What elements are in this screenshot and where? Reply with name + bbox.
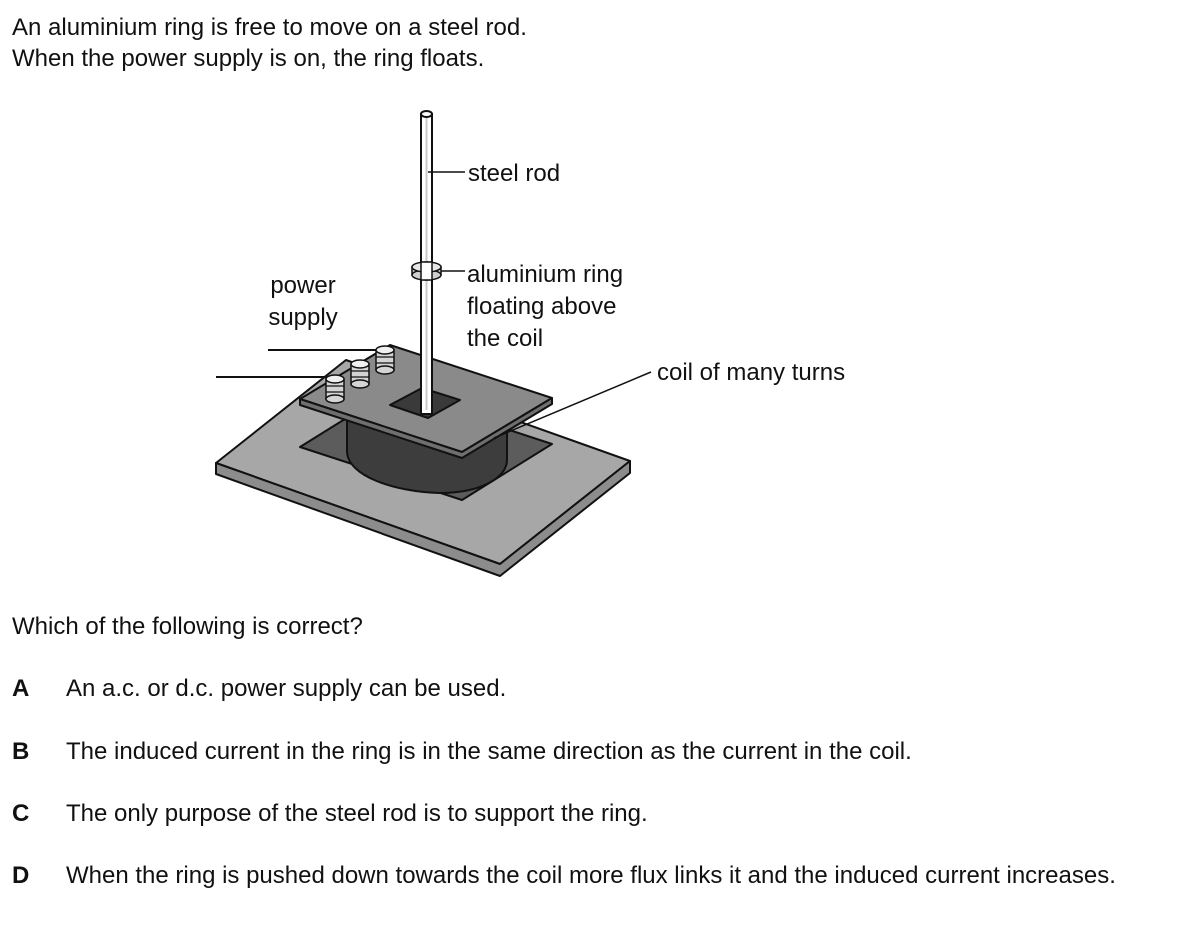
option-c[interactable]: C The only purpose of the steel rod is t… <box>12 798 1152 829</box>
stem-line-1: An aluminium ring is free to move on a s… <box>12 14 527 41</box>
label-steel-rod: steel rod <box>468 160 560 187</box>
option-letter: A <box>12 675 30 702</box>
option-b[interactable]: B The induced current in the ring is in … <box>12 736 1152 767</box>
option-text: An a.c. or d.c. power supply can be used… <box>66 675 507 702</box>
aluminium-ring <box>411 261 442 281</box>
coil-leader <box>493 371 652 439</box>
stem-line-2: When the power supply is on, the ring fl… <box>12 45 485 72</box>
option-letter: C <box>12 800 30 827</box>
label-ring-line3: the coil <box>467 325 543 352</box>
terminal-3 <box>375 345 395 375</box>
label-ring-line2: floating above <box>467 293 616 320</box>
question-stem: An aluminium ring is free to move on a s… <box>12 12 527 74</box>
label-coil: coil of many turns <box>657 359 845 386</box>
option-letter: D <box>12 862 30 889</box>
apparatus-diagram: steel rod power supply aluminium ring fl… <box>215 110 845 577</box>
option-d[interactable]: D When the ring is pushed down towards t… <box>12 860 1152 891</box>
option-text: The induced current in the ring is in th… <box>66 738 912 765</box>
option-text: The only purpose of the steel rod is to … <box>66 800 648 827</box>
terminal-1 <box>325 374 345 404</box>
label-ring-line1: aluminium ring <box>467 261 623 288</box>
option-text: When the ring is pushed down towards the… <box>66 862 1116 889</box>
option-letter: B <box>12 738 30 765</box>
label-power-supply-line2: supply <box>268 304 337 331</box>
option-a[interactable]: A An a.c. or d.c. power supply can be us… <box>12 673 1152 704</box>
question-prompt: Which of the following is correct? <box>12 613 363 640</box>
label-power-supply-line1: power <box>270 272 335 299</box>
terminal-2 <box>350 359 370 389</box>
